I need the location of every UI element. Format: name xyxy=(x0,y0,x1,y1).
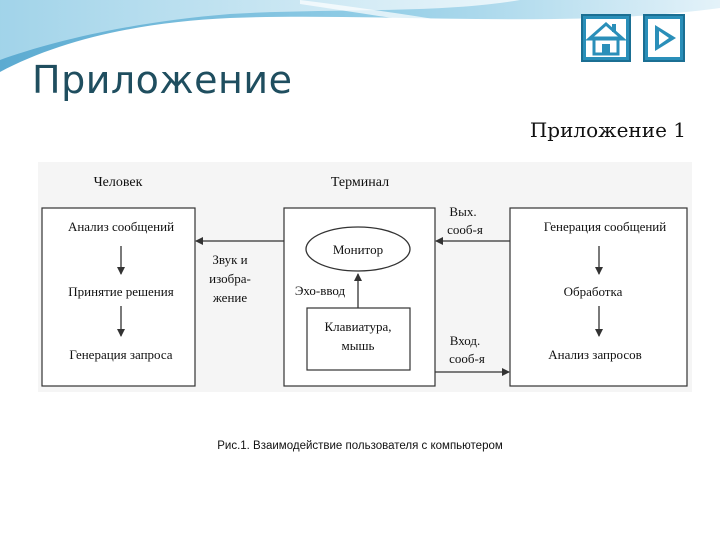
sound-label-3: жение xyxy=(212,290,247,305)
computer-step-analysis: Анализ запросов xyxy=(548,347,641,362)
human-step-decision: Принятие решения xyxy=(68,284,173,299)
echo-input-label: Эхо-ввод xyxy=(295,283,346,298)
input-label-2: сооб-я xyxy=(449,351,485,366)
monitor-label: Монитор xyxy=(333,242,383,257)
sound-label-1: Звук и xyxy=(212,252,247,267)
human-label: Человек xyxy=(94,175,143,190)
slide-title: Приложение xyxy=(32,58,293,102)
header-wave-decoration xyxy=(0,0,720,72)
monitor-ellipse xyxy=(305,226,411,272)
output-label-2: сооб-я xyxy=(447,222,483,237)
output-label-1: Вых. xyxy=(449,204,476,219)
next-button[interactable] xyxy=(643,14,685,62)
home-button[interactable] xyxy=(581,14,631,62)
computer-box xyxy=(509,207,688,387)
keyboard-label-1: Клавиатура, xyxy=(325,319,392,334)
human-step-request: Генерация запроса xyxy=(69,347,172,362)
sound-label-2: изобра- xyxy=(209,271,251,286)
computer-step-generation: Генерация сообщений xyxy=(544,219,667,234)
terminal-label: Терминал xyxy=(331,175,389,190)
figure-caption: Рис.1. Взаимодействие пользователя с ком… xyxy=(217,440,503,452)
appendix-label: Приложение 1 xyxy=(529,118,686,142)
human-box xyxy=(41,207,196,387)
human-step-analysis: Анализ сообщений xyxy=(68,219,174,234)
play-next-icon xyxy=(643,14,685,62)
input-label-1: Вход. xyxy=(450,333,481,348)
keyboard-box xyxy=(306,307,411,371)
home-icon xyxy=(581,14,631,62)
computer-step-processing: Обработка xyxy=(564,284,623,299)
keyboard-label-2: мышь xyxy=(342,338,375,353)
